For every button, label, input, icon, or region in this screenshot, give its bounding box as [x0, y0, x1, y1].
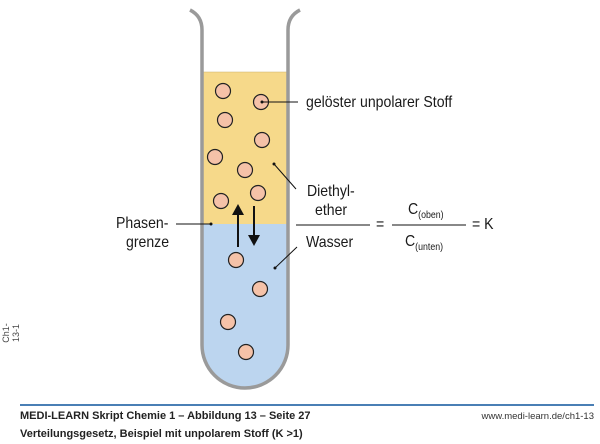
solute-particle-organic [236, 161, 254, 179]
test-tube-wall [189, 8, 301, 390]
c-top-symbol: C [408, 201, 419, 218]
solute-label: gelöster unpolarer Stoff [306, 94, 453, 111]
particles [206, 82, 271, 361]
solute-particle-organic [212, 192, 230, 210]
ether-label-line2: ether [315, 202, 348, 219]
phase-boundary-leader [176, 222, 213, 226]
ether-label-line1: Diethyl- [307, 183, 355, 200]
phase-boundary-label-line2: grenze [126, 234, 170, 251]
c-top-subscript: (oben) [418, 210, 444, 221]
solute-particle-water [237, 343, 255, 361]
equals-sign: = [376, 216, 385, 233]
footer-url[interactable]: www.medi-learn.de/ch1-13 [481, 411, 594, 422]
solute-particle-organic [253, 131, 271, 149]
solute-particle-water [227, 251, 245, 269]
concentration-bottom: C(unten) [405, 232, 443, 253]
water-label: Wasser [306, 234, 354, 251]
down-arrow [248, 206, 260, 246]
water-phase [202, 224, 288, 388]
side-code: Ch1-13-1 [1, 323, 21, 343]
solute-particle-organic [214, 82, 232, 100]
c-bottom-subscript: (unten) [415, 242, 444, 253]
solute-particle-organic [216, 111, 234, 129]
footer-caption: Verteilungsgesetz, Beispiel mit unpolare… [20, 428, 303, 440]
water-leader [273, 246, 298, 270]
ether-leader [272, 162, 297, 190]
solute-particle-water [251, 280, 269, 298]
solute-particle-organic [249, 184, 267, 202]
equals-k: = K [472, 216, 494, 233]
solute-particle-organic [206, 148, 224, 166]
solute-leader [260, 100, 298, 104]
footer-title: MEDI-LEARN Skript Chemie 1 – Abbildung 1… [20, 410, 311, 422]
concentration-top: C(oben) [408, 200, 444, 221]
solute-particle-water [219, 313, 237, 331]
up-arrow [232, 204, 244, 247]
footer-rule [20, 404, 594, 406]
c-bottom-symbol: C [405, 233, 416, 250]
phase-boundary-label-line1: Phasen- [116, 215, 169, 232]
